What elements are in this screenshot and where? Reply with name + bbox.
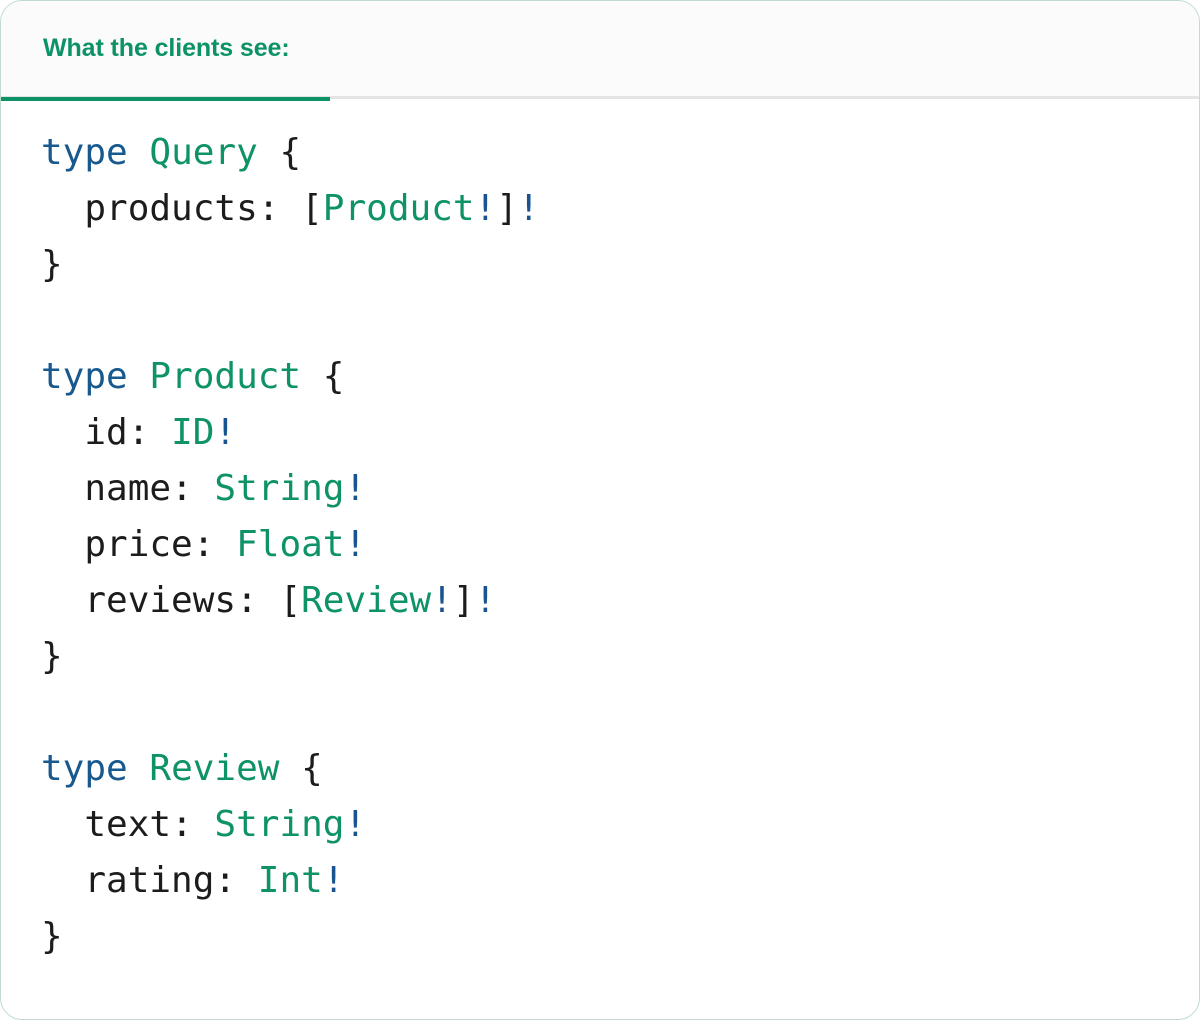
code-token-bang: ! (344, 804, 367, 845)
tab-strip: What the clients see: (1, 1, 1199, 101)
code-token-bang: ! (474, 580, 497, 621)
code-line: reviews: [Review!]! (41, 573, 1199, 629)
code-token-type: String (214, 804, 345, 845)
code-token-type: Review (149, 748, 280, 789)
code-token-punct: : (171, 804, 215, 845)
code-token-punct: ] (452, 580, 475, 621)
code-area: type Query { products: [Product!]! } typ… (1, 99, 1199, 965)
code-line (41, 293, 1199, 349)
code-line: products: [Product!]! (41, 181, 1199, 237)
code-line (41, 685, 1199, 741)
code-token-field: text (84, 804, 172, 845)
code-token-punct: : (127, 412, 172, 453)
code-token-plain (41, 804, 84, 845)
code-token-kw: type (41, 132, 128, 173)
code-token-kw: type (41, 356, 128, 397)
code-token-bang: ! (344, 468, 367, 509)
code-line: } (41, 629, 1199, 685)
code-line: } (41, 237, 1199, 293)
code-token-punct: { (279, 132, 302, 173)
code-token-plain (128, 132, 150, 173)
tab-label: What the clients see: (43, 34, 290, 62)
code-token-type: Review (301, 580, 432, 621)
code-token-punct: : (236, 580, 280, 621)
code-token-type: ID (171, 412, 215, 453)
code-token-plain (128, 356, 150, 397)
code-token-plain (41, 860, 84, 901)
code-token-punct: } (41, 636, 63, 677)
code-token-type: Float (236, 524, 345, 565)
code-line: id: ID! (41, 405, 1199, 461)
code-line: rating: Int! (41, 853, 1199, 909)
code-token-plain (258, 132, 280, 173)
code-token-bang: ! (214, 412, 237, 453)
code-line: text: String! (41, 797, 1199, 853)
code-token-plain (279, 748, 301, 789)
code-token-punct: [ (301, 188, 323, 229)
code-token-plain (41, 524, 84, 565)
graphql-schema-code: type Query { products: [Product!]! } typ… (1, 125, 1199, 965)
code-line: } (41, 909, 1199, 965)
code-token-bang: ! (517, 188, 540, 229)
code-token-punct: [ (279, 580, 302, 621)
code-token-bang: ! (344, 524, 367, 565)
code-token-field: price (84, 524, 193, 565)
code-token-punct: : (214, 860, 258, 901)
code-token-plain (128, 748, 150, 789)
code-token-type: Product (149, 356, 302, 397)
code-token-bang: ! (431, 580, 453, 621)
code-line: type Product { (41, 349, 1199, 405)
code-token-punct: } (41, 916, 63, 957)
code-token-punct: { (301, 748, 323, 789)
code-line: type Query { (41, 125, 1199, 181)
code-token-field: name (84, 468, 172, 509)
code-token-field: products (84, 188, 258, 229)
code-token-kw: type (41, 748, 128, 789)
code-line: type Review { (41, 741, 1199, 797)
code-token-punct: : (257, 188, 302, 229)
code-token-field: reviews (84, 580, 237, 621)
code-token-bang: ! (474, 188, 497, 229)
code-token-plain (41, 412, 84, 453)
code-token-punct: { (322, 356, 345, 397)
code-token-punct: ] (496, 188, 518, 229)
code-token-field: rating (84, 860, 215, 901)
code-token-plain (301, 356, 323, 397)
code-token-punct: : (192, 524, 237, 565)
code-token-plain (41, 580, 84, 621)
code-token-type: Product (322, 188, 475, 229)
code-token-field: id (84, 412, 128, 453)
code-token-plain (41, 468, 84, 509)
code-token-type: Int (257, 860, 323, 901)
code-line: price: Float! (41, 517, 1199, 573)
code-token-plain (41, 188, 84, 229)
code-line: name: String! (41, 461, 1199, 517)
code-token-punct: } (41, 244, 63, 285)
code-token-type: Query (149, 132, 258, 173)
code-token-punct: : (171, 468, 215, 509)
code-token-bang: ! (322, 860, 345, 901)
code-token-type: String (214, 468, 345, 509)
tab-what-the-clients-see[interactable]: What the clients see: (1, 1, 330, 101)
